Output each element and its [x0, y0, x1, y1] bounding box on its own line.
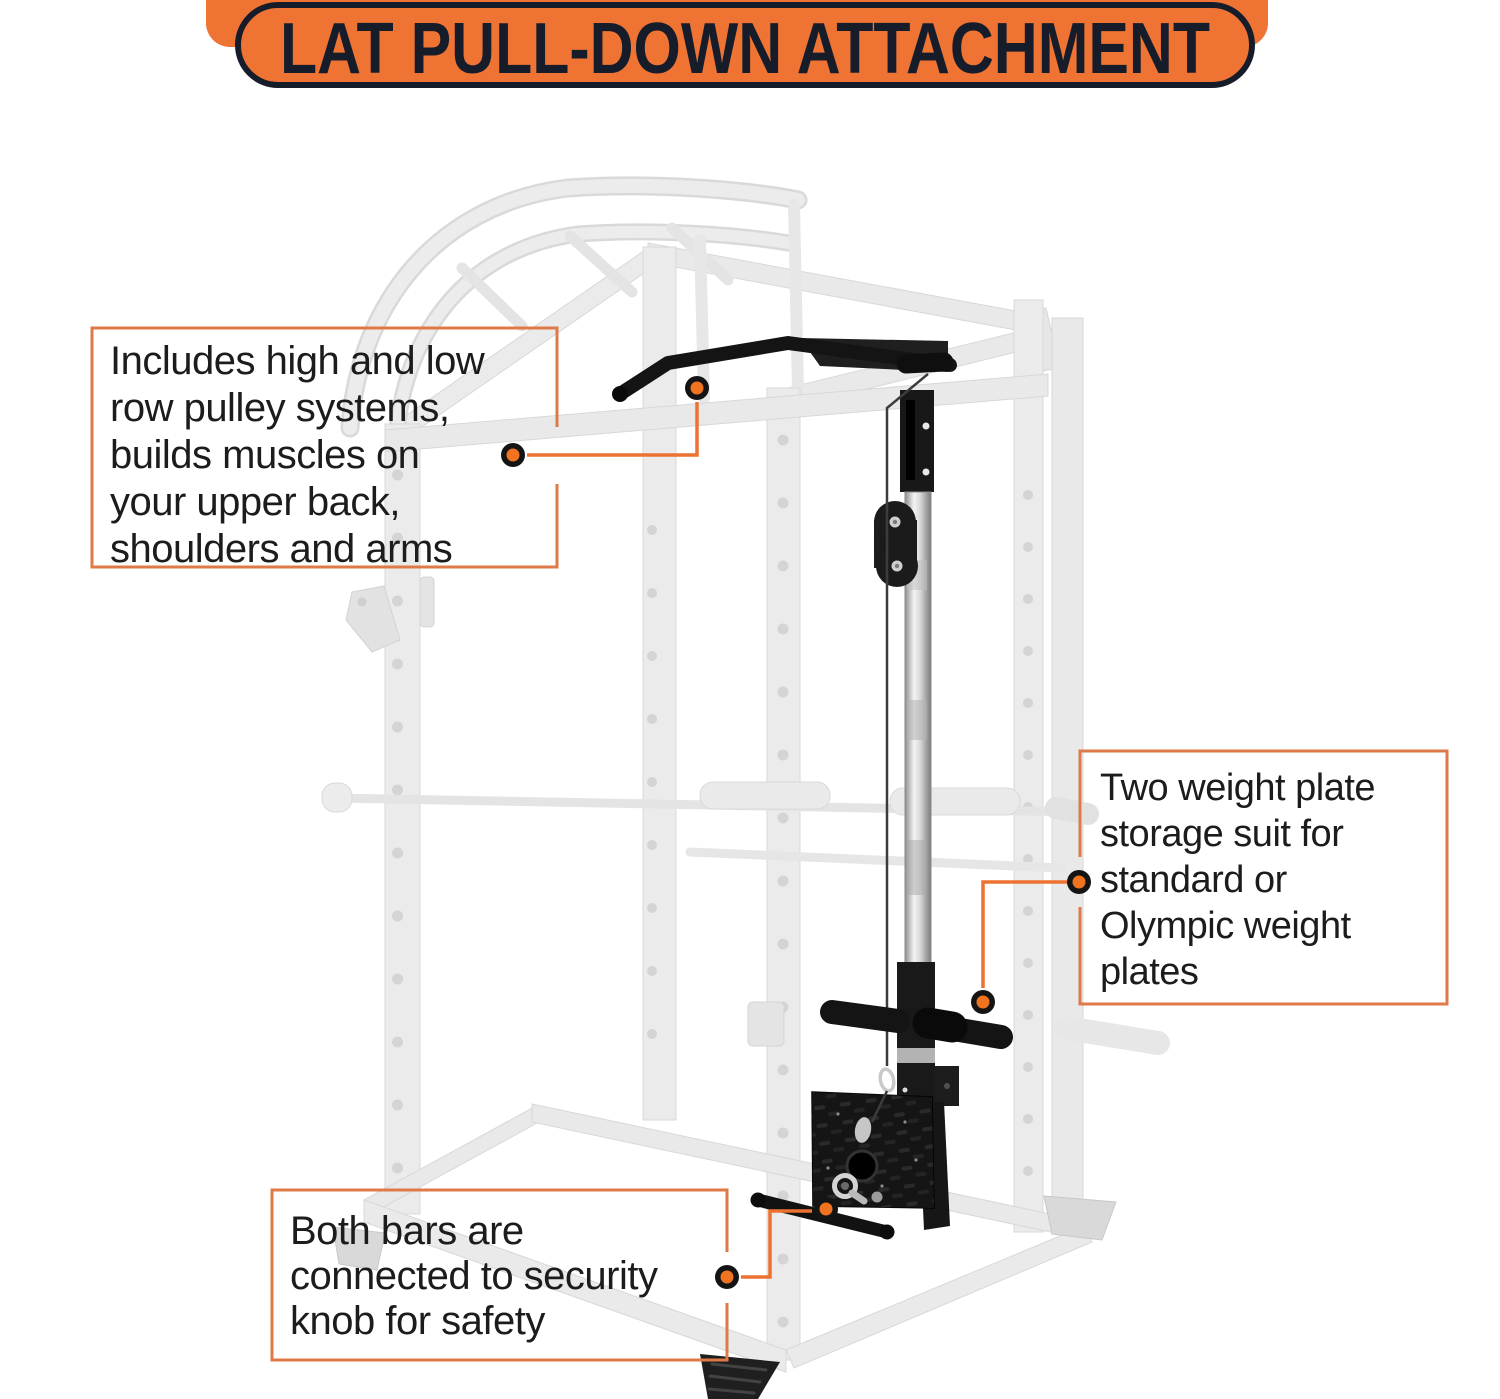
weight-plate-storage-bar — [820, 1000, 1013, 1049]
multi-grip-pull-up-bars — [340, 176, 808, 441]
callout-security-target-dot — [814, 1197, 838, 1221]
weight-horn — [1054, 1016, 1170, 1055]
ghost-safety-bar — [685, 847, 1067, 873]
base-beam-back — [531, 1103, 1089, 1241]
callout-security-line-1: Both bars are — [290, 1209, 524, 1253]
callout-storage-anchor-dot — [1067, 870, 1091, 894]
callout-security-line-3: knob for safety — [290, 1299, 545, 1343]
base-beam-right — [785, 1225, 1093, 1369]
power-cage-frame — [321, 176, 1170, 1399]
callout-pulley-line-2: row pulley systems, — [110, 386, 449, 430]
rubber-foot-right — [1043, 1195, 1117, 1241]
top-guide-bracket — [900, 390, 934, 492]
callout-pulley-connector — [527, 402, 699, 457]
banner-title: LAT PULL-DOWN ATTACHMENT — [280, 9, 1210, 89]
diamond-foot-plate — [811, 1091, 935, 1209]
base-beam-front — [363, 1199, 787, 1373]
lat-pull-down-bar — [612, 336, 957, 402]
rubber-foot-front — [700, 1354, 780, 1399]
j-hook-left — [345, 576, 435, 653]
carabiner-clip — [870, 1067, 896, 1123]
callout-storage: Two weight plate storage suit for standa… — [971, 749, 1449, 1014]
ghost-barbell — [321, 781, 1099, 825]
callout-pulley-box — [90, 326, 559, 569]
back-right-post — [1013, 299, 1044, 1233]
callout-pulley-anchor-dot — [501, 443, 525, 467]
callout-pulley-line-5: shoulders and arms — [110, 527, 452, 571]
right-side-post — [1051, 317, 1084, 1207]
callout-security-box — [270, 1188, 729, 1362]
callout-storage-line-3: standard or — [1100, 859, 1288, 901]
front-top-beam — [384, 373, 1049, 453]
callout-storage-line-1: Two weight plate — [1100, 767, 1375, 809]
callout-pulley-line-4: your upper back, — [110, 480, 400, 524]
lat-pull-down-attachment — [612, 336, 1013, 1240]
callout-pulley: Includes high and low row pulley systems… — [90, 326, 709, 571]
callout-pulley-line-3: builds muscles on — [110, 433, 419, 477]
callout-storage-line-5: plates — [1100, 951, 1198, 993]
callout-security-anchor-dot — [715, 1265, 739, 1289]
callouts-layer: Includes high and low row pulley systems… — [90, 326, 1449, 1362]
j-hook-right — [747, 1001, 785, 1047]
callout-storage-line-2: storage suit for — [1100, 813, 1344, 855]
callout-security: Both bars are connected to security knob… — [270, 1188, 838, 1362]
back-left-post — [642, 246, 677, 1121]
banner-pill — [235, 2, 1255, 88]
cable — [885, 373, 929, 1066]
callout-security-line-2: connected to security — [290, 1254, 658, 1298]
security-knob — [832, 1173, 883, 1205]
callout-storage-target-dot — [971, 990, 995, 1014]
callout-pulley-line-1: Includes high and low — [110, 339, 485, 383]
callout-storage-box — [1078, 749, 1449, 1006]
callout-storage-line-4: Olympic weight — [1100, 905, 1352, 947]
rubber-foot-left — [332, 1226, 386, 1271]
high-pulley-block — [874, 501, 918, 587]
front-left-post — [384, 423, 421, 1215]
callout-security-connector — [741, 1209, 812, 1279]
callout-storage-connector — [981, 880, 1067, 988]
title-banner: LAT PULL-DOWN ATTACHMENT — [206, 0, 1268, 89]
callout-pulley-target-dot — [685, 376, 709, 400]
